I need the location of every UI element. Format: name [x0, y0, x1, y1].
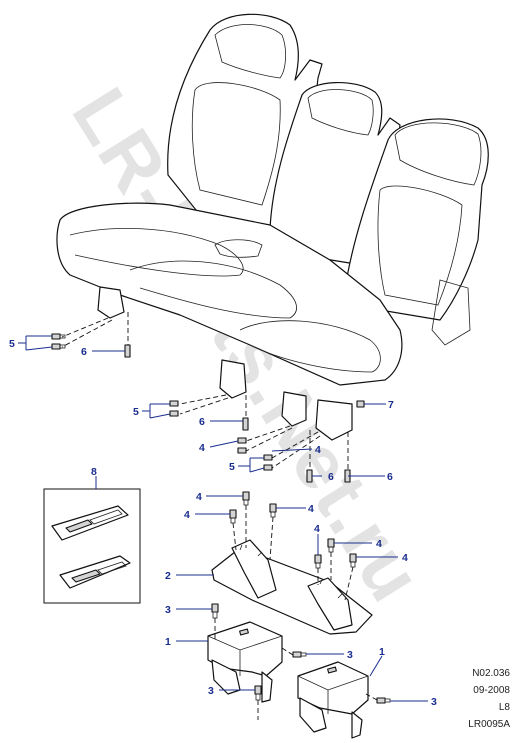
callout-7: 7 [388, 399, 394, 411]
bolt-icon [263, 464, 273, 471]
bolt-icon [237, 447, 247, 454]
callout-4-upper: 4 [199, 442, 205, 454]
callout-5-lower: 5 [229, 461, 235, 473]
middle-leg [219, 359, 247, 399]
stud-icon [124, 344, 131, 358]
diagram-reference-block: N02.036 09-2008 L8 LR0095A [468, 668, 510, 730]
inset-frame [43, 488, 141, 604]
mounting-bracket-right [297, 661, 369, 739]
right-backrest-panel [377, 185, 463, 306]
trim-cover-lower-slot [71, 569, 101, 583]
callout-6-right: 6 [387, 471, 393, 483]
alignment-lines-upper [61, 312, 349, 474]
bolt-icon [314, 554, 322, 569]
bolt-icon [51, 343, 66, 350]
callout-4-base-f: 4 [402, 552, 408, 564]
bolt-icon [211, 603, 219, 619]
callout-8: 8 [91, 466, 97, 478]
base-frame-right-riser [307, 577, 353, 631]
diagram-date: 09-2008 [473, 685, 510, 696]
callout-2: 2 [165, 570, 171, 582]
trim-cover-upper-slot [65, 519, 93, 533]
callout-6-center: 6 [328, 471, 334, 483]
third-row-seat-assembly [56, 13, 489, 441]
left-backrest-panel [191, 82, 281, 206]
bolt-icon [376, 697, 391, 704]
callout-1-left: 1 [165, 636, 171, 648]
right-cushion-seam [239, 320, 381, 373]
seat-cushion-base [56, 202, 403, 386]
callout-3-b: 3 [347, 649, 353, 661]
mounting-bracket-left [207, 621, 283, 703]
bolt-icon [242, 491, 250, 506]
callout-6-middle: 6 [199, 416, 205, 428]
alignment-lines-bracket [214, 618, 378, 720]
diagram-code: N02.036 [472, 668, 510, 679]
callout-3-d: 3 [431, 696, 437, 708]
callout-4-base-e: 4 [376, 538, 382, 550]
bolt-icon [356, 400, 365, 408]
middle-cushion-seam [129, 260, 297, 319]
bolt-icon [237, 437, 247, 444]
seat-base-frame [211, 539, 373, 635]
middle-headrest-outline [307, 89, 374, 136]
right-headrest-outline [394, 122, 482, 186]
callout-5-middle: 5 [133, 406, 139, 418]
trim-cover-inset [43, 488, 141, 604]
left-rear-leg [97, 286, 125, 319]
bolt-icon [169, 400, 179, 407]
right-leg-2 [315, 399, 353, 441]
callout-3-c: 3 [208, 685, 214, 697]
bolt-icon [254, 685, 262, 701]
callout-1-right: 1 [379, 646, 385, 658]
bolts-upper [51, 333, 365, 483]
base-frame-left-riser [231, 539, 277, 599]
bolt-icon [263, 454, 273, 461]
diagram-illustration-id: LR0095A [468, 719, 510, 730]
callout-4-upper-right: 4 [315, 444, 321, 456]
callout-5-left: 5 [9, 338, 15, 350]
stud-icon [242, 417, 249, 431]
stud-icon [306, 469, 313, 483]
bolt-icon [229, 509, 237, 524]
right-side-bracket [431, 279, 471, 346]
bolt-icon [269, 503, 277, 518]
left-headrest-outline [214, 24, 286, 79]
callout-4-base-c: 4 [308, 503, 314, 515]
callout-4-base-d: 4 [314, 523, 320, 535]
diagram-model: L8 [498, 702, 510, 713]
callout-4-base-b: 4 [184, 509, 190, 521]
bolt-icon [292, 651, 307, 658]
alignment-lines-base [232, 505, 354, 601]
callout-4-base-a: 4 [196, 491, 202, 503]
armrest-console [214, 239, 263, 258]
right-leg-1 [281, 391, 307, 427]
bolt-icon [169, 410, 179, 417]
callout-6-left: 6 [81, 346, 87, 358]
bolts-base-frame [229, 491, 357, 569]
callout-3-a: 3 [165, 604, 171, 616]
left-cushion-seam [69, 228, 244, 277]
